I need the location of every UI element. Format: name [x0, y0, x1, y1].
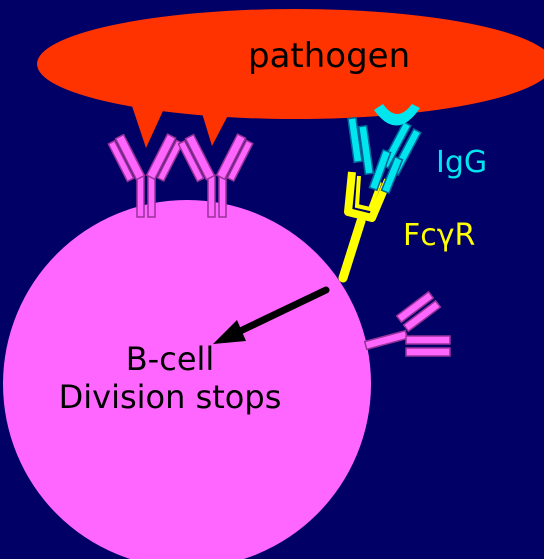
pathogen-spike-left: [130, 100, 168, 148]
fc-gamma-receptor-label: FcγR: [403, 218, 476, 253]
b-cell-label-line1: B-cell: [125, 340, 215, 378]
b-cell-label-line2: Division stops: [58, 378, 282, 416]
pathogen-spike-right: [198, 100, 236, 146]
igg-label: IgG: [436, 145, 488, 180]
b-cell-receptor-right: [177, 133, 254, 218]
b-cell-label: B-cell Division stops: [0, 340, 340, 416]
igg-antigen-pocket: [374, 104, 420, 126]
pathogen-label: pathogen: [248, 36, 411, 76]
igg-antibody: [347, 116, 422, 195]
fc-gamma-receptor: [338, 171, 392, 283]
b-cell: [3, 200, 371, 559]
b-cell-receptor-left: [107, 133, 184, 218]
pathogen-shape: [37, 9, 544, 119]
signal-arrow: [213, 286, 330, 344]
free-antibody: [363, 290, 451, 357]
